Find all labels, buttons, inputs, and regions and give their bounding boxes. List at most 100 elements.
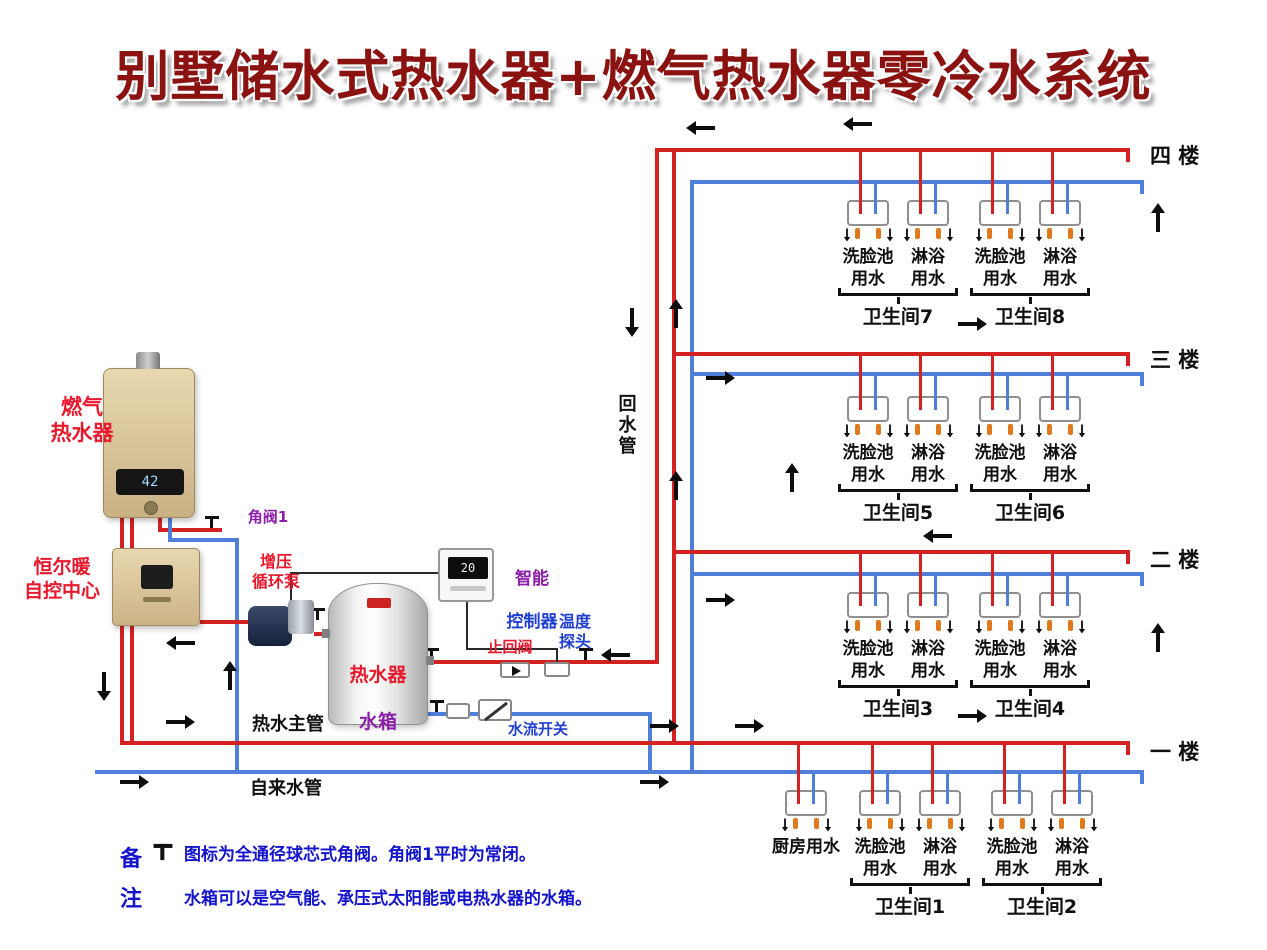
fixture-cold-drop [874, 372, 877, 410]
mini-flow-arrow [949, 228, 951, 238]
flow-arrow-right [120, 775, 149, 789]
tap-water-label: 自来水管 [250, 778, 322, 799]
fixture-hot-drop [991, 550, 994, 606]
valve-stub [876, 620, 881, 631]
fixture-label: 用水 [1043, 269, 1077, 289]
control-center-display [141, 565, 173, 589]
mini-flow-arrow [1021, 228, 1023, 238]
room-name: 卫生间6 [994, 502, 1066, 524]
valve-stub [1068, 620, 1073, 631]
valve-stub [1008, 228, 1013, 239]
flow-arrow-right [650, 719, 679, 733]
fixture-valve-box [991, 790, 1033, 816]
mini-flow-arrow [1038, 424, 1040, 434]
room-brace [838, 288, 958, 296]
tank-left-port [322, 629, 330, 638]
valve-stub [915, 620, 920, 631]
fixture-cold-drop [1078, 770, 1081, 804]
fixture-label: 用水 [923, 859, 957, 879]
room-brace-tick [896, 689, 900, 696]
valve-stub [1047, 228, 1052, 239]
mini-flow-arrow [1021, 620, 1023, 630]
angle-valve1-label: 角阀1 [247, 508, 289, 526]
heater-display: 42 [116, 469, 184, 495]
mini-flow-arrow [1081, 228, 1083, 238]
valve-stub [936, 424, 941, 435]
fixture-cold-drop [1006, 572, 1009, 606]
room-brace [970, 484, 1090, 492]
fixture-cold-drop [1066, 572, 1069, 606]
controller-wire [466, 648, 557, 650]
fixture-valve-box [907, 396, 949, 422]
heater-cold-stub [168, 518, 172, 538]
valve-stub [1059, 818, 1064, 829]
fixture-label: 洗脸池 [842, 443, 894, 463]
fixture-label: 厨房用水 [772, 837, 840, 857]
flow-arrow-right [640, 775, 669, 789]
fixture-label: 用水 [995, 859, 1029, 879]
fixture-label: 用水 [983, 269, 1017, 289]
mini-flow-arrow [949, 620, 951, 630]
flow-switch-box [478, 699, 512, 722]
mini-flow-arrow [846, 620, 848, 630]
angle-valve-icon [430, 700, 444, 712]
valve-stub [927, 818, 932, 829]
water-tank [328, 583, 428, 725]
fixture-label: 用水 [851, 269, 885, 289]
fixture-cold-drop [946, 770, 949, 804]
fixture-hot-drop [991, 148, 994, 214]
flow-arrow-right [706, 593, 735, 607]
mini-flow-arrow [961, 818, 963, 828]
room-brace [850, 878, 970, 886]
fixture-cold-drop [874, 572, 877, 606]
room-brace [838, 680, 958, 688]
fixture-valve-box [979, 396, 1021, 422]
floor-label: 二 楼 [1150, 548, 1200, 572]
mini-flow-arrow [1033, 818, 1035, 828]
flow-arrow-up [228, 670, 232, 690]
fixture-hot-drop [919, 148, 922, 214]
floor-label: 四 楼 [1150, 144, 1200, 168]
fixture-label: 用水 [851, 661, 885, 681]
fixture-label: 淋浴 [911, 639, 945, 659]
valve-stub [915, 228, 920, 239]
floor-hot-pipe [672, 550, 1130, 554]
fixture-hot-drop [1051, 148, 1054, 214]
tank-label-line2: 水箱 [358, 711, 397, 734]
flow-arrow-left [610, 653, 630, 657]
fixture-valve-box [919, 790, 961, 816]
floor-cold-hook [1140, 180, 1144, 194]
room-brace-tick [1040, 887, 1044, 894]
mini-flow-arrow [846, 424, 848, 434]
mini-flow-arrow [978, 228, 980, 238]
fixture-valve-box [907, 200, 949, 226]
fixture-hot-drop [1063, 741, 1066, 804]
angle-valve-icon [311, 608, 325, 620]
angle-valve-icon [425, 648, 439, 660]
valve-stub [855, 620, 860, 631]
mini-flow-arrow [846, 228, 848, 238]
fixture-valve-box [907, 592, 949, 618]
floor-hot-hook [1126, 148, 1130, 162]
controller-wire [466, 600, 468, 648]
page-title: 别墅储水式热水器+燃气热水器零冷水系统 [115, 45, 1152, 108]
return-riser [655, 148, 659, 664]
floor-hot-pipe [655, 148, 1130, 152]
flow-arrow-up [1156, 632, 1160, 652]
valve-stub [999, 818, 1004, 829]
flow-arrow-right [958, 317, 987, 331]
flow-arrow-left [175, 641, 195, 645]
room-brace [982, 878, 1102, 886]
smart-label-line1: 智能 [515, 569, 549, 590]
flow-arrow-up [790, 472, 794, 492]
pump-head [288, 600, 314, 634]
fixture-cold-drop [1006, 372, 1009, 410]
valve-stub [1068, 424, 1073, 435]
mini-flow-arrow [906, 228, 908, 238]
heater-hot-downpipe-b [130, 518, 134, 745]
fixture-label: 用水 [1043, 661, 1077, 681]
tank-logo [367, 598, 391, 608]
smart-controller-buttons [450, 586, 486, 591]
fixture-valve-box [847, 592, 889, 618]
note-line2: 水箱可以是空气能、承压式太阳能或电热水器的水箱。 [184, 889, 592, 909]
